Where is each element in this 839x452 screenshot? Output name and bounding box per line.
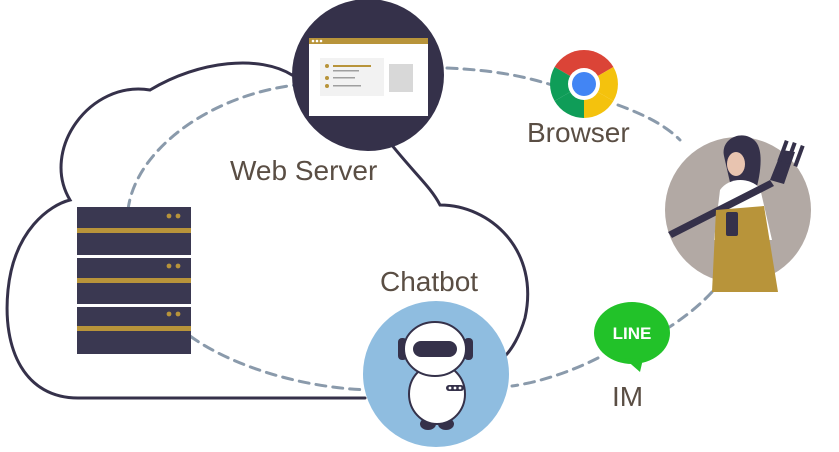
line-logo-text: LINE [613,324,652,343]
webpage-icon [309,38,428,116]
chrome-icon [550,50,618,118]
link-webserver-to-browser [445,66,554,87]
dashed-links [126,66,714,392]
browser-label: Browser [527,117,630,148]
link-browser-to-user [616,103,682,142]
im-label: IM [612,381,644,412]
link-server-to-chatbot [188,334,372,392]
link-server-to-webserver [126,83,298,212]
user-avatar-icon [668,135,805,292]
link-line-to-chatbot [510,356,600,388]
chatbot-node [363,301,509,447]
user-node [665,135,811,292]
line-app-icon: LINE [594,302,670,372]
server-rack-icon [77,207,191,354]
chatbot-label: Chatbot [380,266,479,297]
robot-icon [398,321,473,430]
cloud-outline [5,61,530,400]
web-server-label: Web Server [230,155,378,186]
link-user-to-line [666,290,714,330]
web-server-node [292,0,444,151]
